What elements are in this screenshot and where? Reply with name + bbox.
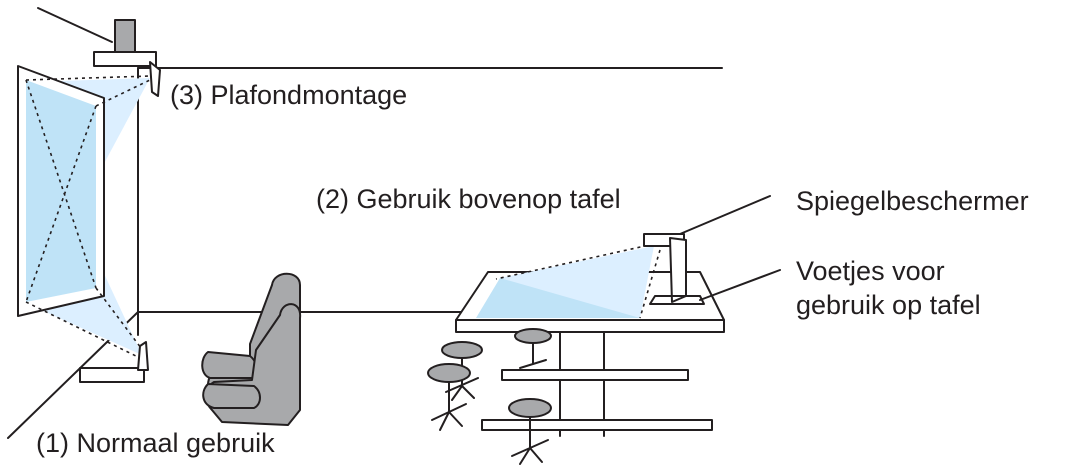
floor-projector xyxy=(79,341,149,383)
wall-screen xyxy=(17,65,151,359)
table-projector xyxy=(495,195,781,319)
label-mirror-protector: Spiegelbeschermer xyxy=(796,186,1029,216)
ceiling-projector xyxy=(93,19,161,97)
label-table-feet-line2: gebruik op tafel xyxy=(796,290,981,320)
chairs xyxy=(201,272,302,426)
label-table-top-use: (2) Gebruik bovenop tafel xyxy=(316,184,621,214)
stools xyxy=(427,328,552,465)
label-ceiling-mount: (3) Plafondmontage xyxy=(170,80,408,110)
label-normal-use: (1) Normaal gebruik xyxy=(36,428,275,458)
label-table-feet-line1: Voetjes voor xyxy=(796,256,945,286)
